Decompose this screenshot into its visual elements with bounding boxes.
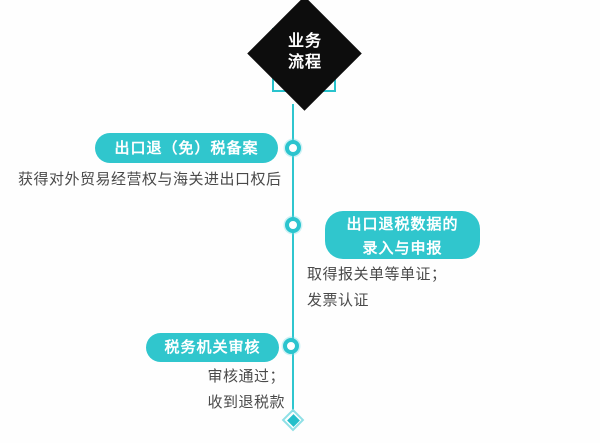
process-title-badge: 业务 流程: [247, 0, 362, 118]
timeline-node-marker-1: [285, 140, 301, 156]
timeline-node-marker-2: [285, 217, 301, 233]
step-detail-3: 审核通过； 收到退税款: [207, 367, 285, 411]
step-label-3[interactable]: 税务机关审核: [146, 333, 279, 362]
timeline-axis: [292, 104, 294, 412]
step-label-1[interactable]: 出口退（免）税备案: [95, 133, 278, 163]
timeline-end-diamond-icon: [281, 408, 305, 432]
step-label-2[interactable]: 出口退税数据的 录入与申报: [325, 211, 480, 259]
timeline-node-marker-3: [283, 338, 299, 354]
step-detail-2: 取得报关单等单证； 发票认证: [307, 265, 447, 309]
step-detail-1: 获得对外贸易经营权与海关进出口权后: [18, 170, 282, 188]
page-title: 业务 流程: [287, 31, 322, 71]
